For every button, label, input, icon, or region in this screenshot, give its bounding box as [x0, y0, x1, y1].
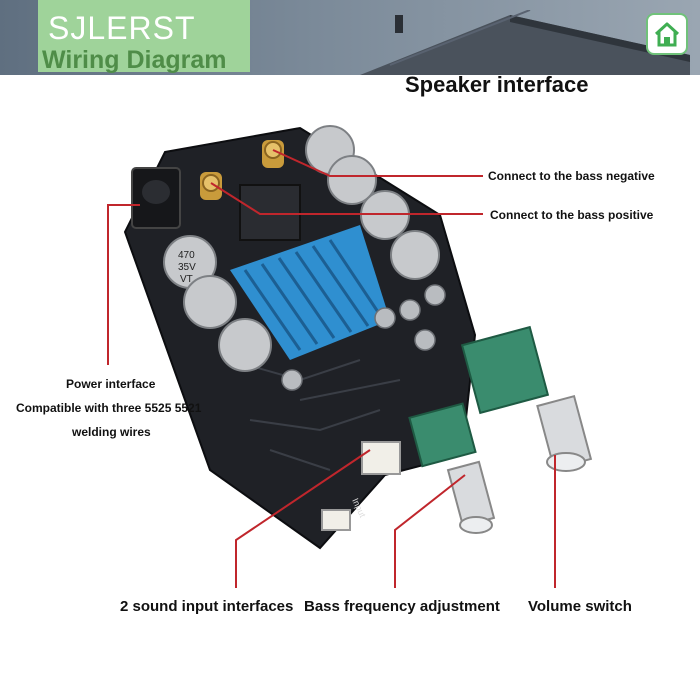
label-bass-frequency: Bass frequency adjustment [304, 598, 500, 615]
bass-potentiometer [408, 402, 496, 534]
input-connector-small [321, 509, 351, 531]
label-bass-negative: Connect to the bass negative [488, 169, 655, 183]
label-power-interface: Power interface [66, 377, 156, 391]
callout-lines [107, 149, 556, 588]
cap-label-470: 470 [178, 250, 195, 261]
heatsink [230, 225, 390, 360]
speaker-interface-title: Speaker interface [405, 72, 589, 97]
home-button[interactable] [646, 13, 688, 55]
cap-label-vt: VT [180, 274, 193, 285]
home-icon [654, 22, 680, 47]
brand-title: SJLERST [48, 10, 196, 46]
roof-photo [360, 10, 690, 75]
label-power-compat: Compatible with three 5525 5521 [16, 401, 202, 415]
input-connector [361, 441, 401, 475]
cap-label-35v: 35V [178, 262, 196, 273]
capacitors [163, 125, 440, 372]
label-bass-positive: Connect to the bass positive [490, 208, 654, 222]
brand-subtitle: Wiring Diagram [42, 46, 227, 74]
label-sound-input: 2 sound input interfaces [120, 598, 294, 615]
label-volume-switch: Volume switch [528, 598, 632, 615]
volume-potentiometer [460, 325, 593, 472]
label-power-wires: welding wires [72, 425, 151, 439]
brand-box [38, 0, 250, 72]
